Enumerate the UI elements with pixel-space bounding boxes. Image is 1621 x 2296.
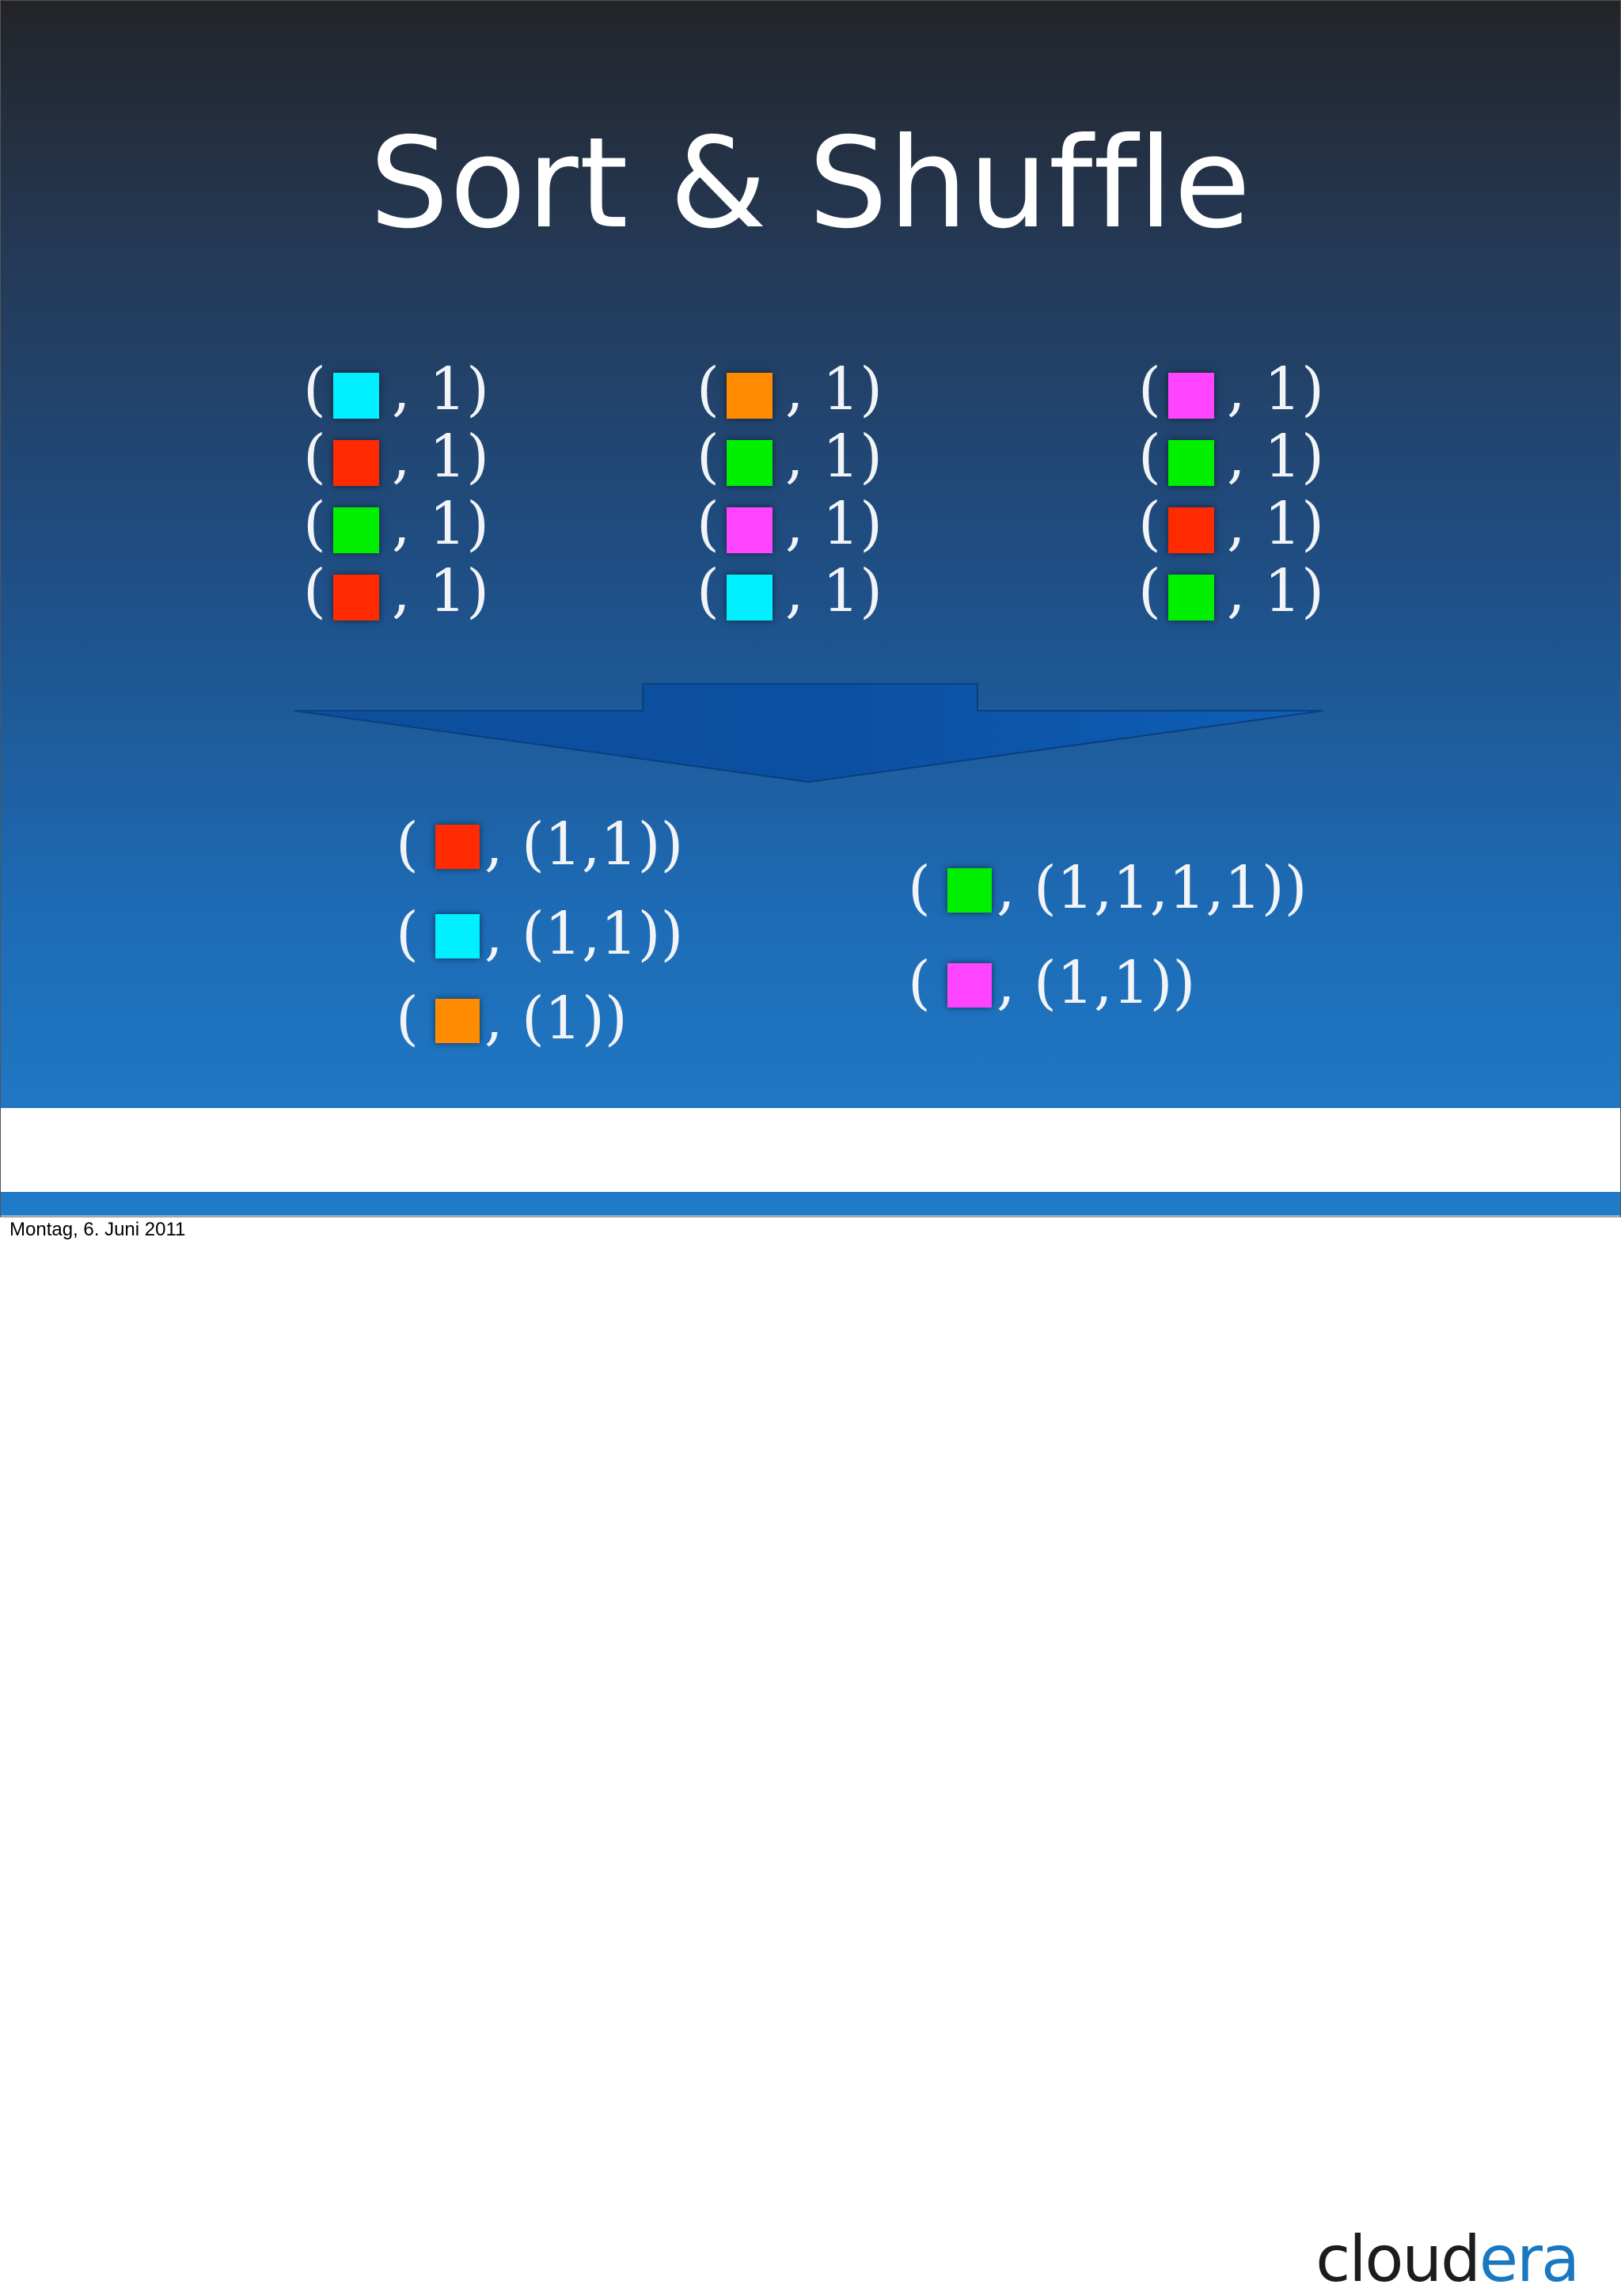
open-paren: (	[908, 949, 931, 1017]
slide-title: Sort & Shuffle	[369, 111, 1252, 256]
open-paren: (	[697, 355, 719, 423]
open-paren: (	[303, 557, 326, 625]
map-pair: (, 1)	[1138, 495, 1328, 564]
open-paren: (	[697, 557, 719, 625]
open-paren: (	[908, 854, 931, 922]
map-pair: (, 1)	[697, 562, 886, 632]
map-pair: (, 1)	[1138, 360, 1328, 430]
key-magenta-square	[727, 507, 773, 553]
key-cyan-square	[333, 373, 379, 419]
key-red-square	[333, 440, 379, 486]
key-orange-square	[727, 373, 773, 419]
map-pair: (, 1)	[303, 495, 493, 564]
reduce-group: (, (1,1))	[396, 905, 792, 974]
key-magenta-square	[947, 963, 992, 1008]
map-pair: (, 1)	[303, 562, 493, 632]
key-cyan-square	[435, 914, 480, 958]
cloudera-logo: cloudera	[1315, 2222, 1580, 2296]
key-green-square	[1168, 440, 1214, 486]
pair-value: , 1)	[785, 490, 883, 558]
open-paren: (	[396, 985, 419, 1053]
slide: Sort & Shuffle (, 1)(, 1)(, 1)(, 1)(, 1)…	[0, 0, 1621, 1108]
open-paren: (	[396, 900, 419, 968]
pair-value: , 1)	[392, 490, 489, 558]
pair-value: , 1)	[392, 423, 489, 491]
key-green-square	[727, 440, 773, 486]
reduce-group: ( , (1,1,1,1))	[908, 854, 1308, 928]
pair-value: , 1)	[1227, 423, 1324, 491]
pair-value: , 1)	[1227, 355, 1324, 423]
map-pair: (, 1)	[1138, 427, 1328, 497]
reduce-group: (, (1,1))	[396, 815, 792, 885]
footer-band: cloudera	[0, 1108, 1621, 2296]
key-green-square	[1168, 575, 1214, 620]
reduce-group: (, (1,1))	[908, 954, 1304, 1023]
open-paren: (	[1138, 557, 1161, 625]
pair-value: , 1)	[785, 423, 883, 491]
pair-value: , 1)	[392, 355, 489, 423]
key-magenta-square	[1168, 373, 1214, 419]
open-paren: (	[303, 490, 326, 558]
grouped-values: , (1,1,1,1))	[997, 854, 1308, 922]
grouped-values: , (1,1))	[484, 810, 684, 879]
open-paren: (	[697, 490, 719, 558]
key-green-square	[947, 868, 992, 913]
open-paren: (	[1138, 490, 1161, 558]
grouped-values: , (1,1))	[997, 949, 1196, 1017]
map-pair: (, 1)	[697, 427, 886, 497]
map-pair: (, 1)	[697, 495, 886, 564]
footer-stripe	[0, 1192, 1621, 1216]
key-red-square	[435, 825, 480, 869]
open-paren: (	[303, 355, 326, 423]
map-pair: (, 1)	[303, 360, 493, 430]
key-cyan-square	[727, 575, 773, 620]
pair-value: , 1)	[785, 355, 883, 423]
grouped-values: , (1))	[484, 985, 628, 1053]
pair-value: , 1)	[1227, 490, 1324, 558]
open-paren: (	[1138, 423, 1161, 491]
open-paren: (	[303, 423, 326, 491]
key-red-square	[1168, 507, 1214, 553]
open-paren: (	[396, 810, 419, 879]
map-pair: (, 1)	[303, 427, 493, 497]
key-red-square	[333, 575, 379, 620]
map-pair: (, 1)	[1138, 562, 1328, 632]
open-paren: (	[697, 423, 719, 491]
map-pair: (, 1)	[697, 360, 886, 430]
key-orange-square	[435, 999, 480, 1043]
pair-value: , 1)	[785, 557, 883, 625]
pair-value: , 1)	[1227, 557, 1324, 625]
grouped-values: , (1,1))	[484, 900, 684, 968]
open-paren: (	[1138, 355, 1161, 423]
reduce-group: (, (1))	[396, 989, 792, 1059]
key-green-square	[333, 507, 379, 553]
shuffle-arrow-icon	[294, 683, 1324, 784]
pair-value: , 1)	[392, 557, 489, 625]
date-label: Montag, 6. Juni 2011	[9, 1219, 186, 1240]
